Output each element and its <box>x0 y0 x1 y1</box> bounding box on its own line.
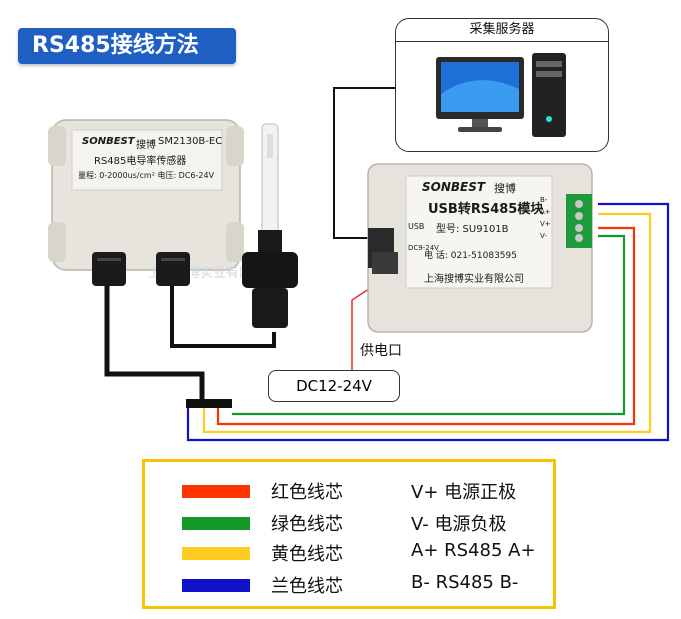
page-title: RS485接线方法 <box>18 28 236 64</box>
sensor-brand-cn: 搜博 <box>136 140 156 151</box>
legend-wire-desc: V+ 电源正极 <box>411 482 517 503</box>
legend-swatch <box>182 547 250 560</box>
legend-row: 绿色线芯 V- 电源负极 <box>145 506 553 540</box>
legend-row: 红色线芯 V+ 电源正极 <box>145 474 553 508</box>
legend-swatch <box>182 517 250 530</box>
wire-yellow <box>202 212 652 434</box>
legend-wire-desc: A+ RS485 A+ <box>411 540 536 561</box>
usb-rs485-module: SONBEST 搜博 USB转RS485模块 型号: SU9101B 电 话: … <box>362 162 598 334</box>
terminal-label: A+ <box>540 208 551 216</box>
cable-glands <box>92 252 190 286</box>
sensor-signal-cable <box>104 282 205 402</box>
legend-wire-name: 兰色线芯 <box>271 576 343 597</box>
probe-cable <box>170 282 276 348</box>
wire-green <box>232 234 626 416</box>
module-brand-cn: 搜博 <box>494 182 516 195</box>
legend-row: 黄色线芯 A+ RS485 A+ <box>145 536 553 570</box>
legend-wire-desc: B- RS485 B- <box>411 572 519 593</box>
module-usb-label: USB <box>408 222 425 231</box>
power-voltage-box: DC12-24V <box>268 370 400 402</box>
sensor-spec: 量程: 0-2000us/cm² 电压: DC6-24V <box>78 171 215 180</box>
legend-row: 兰色线芯 B- RS485 B- <box>145 568 553 602</box>
module-brand: SONBEST <box>422 180 486 194</box>
server-box: 采集服务器 <box>395 18 609 152</box>
power-port-label: 供电口 <box>360 343 402 359</box>
legend-wire-name: 绿色线芯 <box>271 514 343 535</box>
sensor-name: RS485电导率传感器 <box>94 156 187 167</box>
conductivity-probe <box>242 123 298 328</box>
module-phone: 电 话: 021-51083595 <box>424 251 517 261</box>
sensor-model: SM2130B-EC <box>158 136 223 147</box>
terminal-label: V+ <box>540 220 551 228</box>
wire-blue <box>186 202 670 442</box>
wire-color-legend: 红色线芯 V+ 电源正极 绿色线芯 V- 电源负极 黄色线芯 A+ RS485 … <box>142 459 556 609</box>
module-name: USB转RS485模块 <box>428 202 544 217</box>
wire-junction <box>186 399 232 408</box>
module-power-label: DC9-24V <box>408 244 439 252</box>
terminal-label: V- <box>540 232 547 240</box>
module-model: 型号: SU9101B <box>436 224 509 235</box>
usb-cable <box>333 87 395 239</box>
legend-wire-name: 黄色线芯 <box>271 544 343 565</box>
legend-wire-desc: V- 电源负极 <box>411 514 507 535</box>
terminal-label: B- <box>540 196 548 204</box>
module-company: 上海搜博实业有限公司 <box>424 274 524 285</box>
server-title: 采集服务器 <box>396 19 608 42</box>
legend-swatch <box>182 579 250 592</box>
legend-wire-name: 红色线芯 <box>271 482 343 503</box>
sensor-brand: SONBEST <box>82 136 135 147</box>
computer-icon <box>436 53 566 137</box>
legend-swatch <box>182 485 250 498</box>
wire-red <box>216 226 636 426</box>
